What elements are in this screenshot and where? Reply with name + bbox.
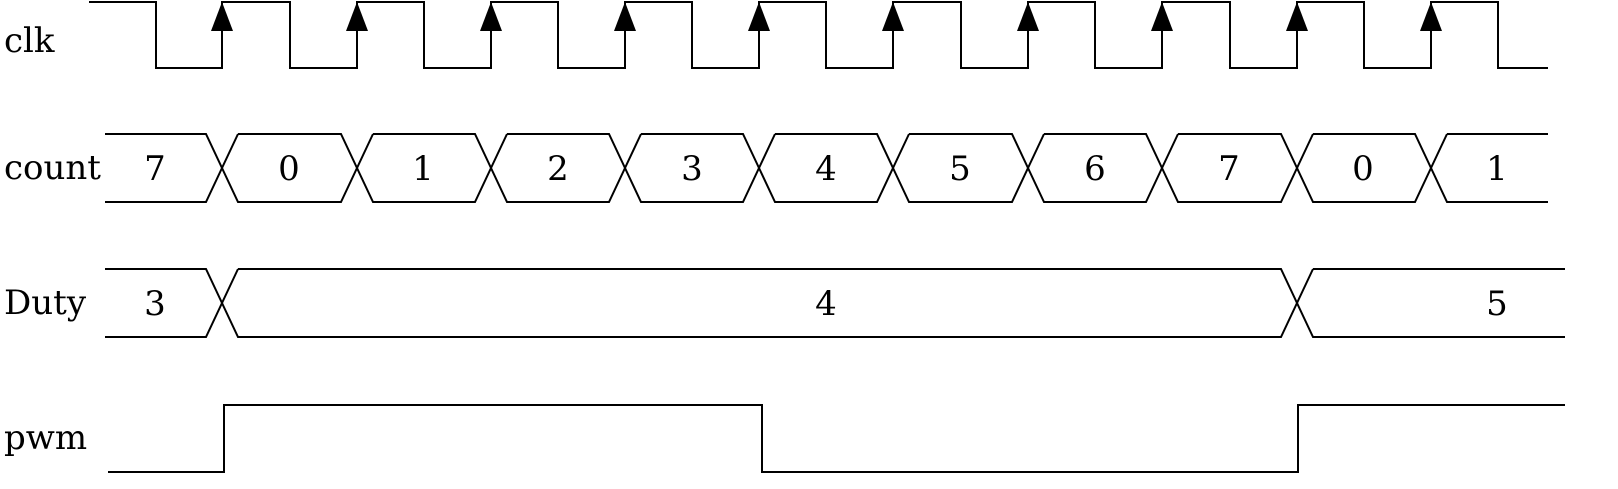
clk-rising-edge-arrow	[614, 2, 636, 31]
count-value-label: 3	[681, 149, 703, 189]
pwm-trace	[108, 404, 1565, 473]
count-value-label: 7	[144, 149, 166, 189]
count-segment	[1160, 133, 1299, 203]
clk-trace	[89, 1, 1548, 69]
clk-rising-edge-arrow	[1286, 2, 1308, 31]
duty-segment	[1295, 268, 1565, 338]
count-value-label: 0	[1352, 149, 1374, 189]
clk-rising-edge-arrow	[882, 2, 904, 31]
clk-rising-edge-arrow	[346, 2, 368, 31]
count-segment	[623, 133, 761, 203]
clk-rising-edge-arrow	[1017, 2, 1039, 31]
count-value-label: 4	[815, 149, 837, 189]
count-value-label: 5	[949, 149, 971, 189]
duty-segment	[220, 268, 1299, 338]
pwm-label: pwm	[4, 418, 88, 458]
clk-label: clk	[4, 21, 55, 61]
duty-value-label: 4	[815, 284, 837, 324]
clk-rising-edge-arrow	[480, 2, 502, 31]
count-value-label: 7	[1218, 149, 1240, 189]
count-segment	[220, 133, 359, 203]
duty-value-label: 5	[1486, 284, 1508, 324]
count-label: count	[4, 148, 101, 188]
count-segment	[355, 133, 493, 203]
duty-value-label: 3	[144, 284, 166, 324]
clk-rising-edge-arrow	[211, 2, 233, 31]
count-value-label: 1	[412, 149, 434, 189]
duty-label: Duty	[4, 283, 87, 323]
clk-rising-edge-arrow	[748, 2, 770, 31]
count-segment	[1429, 133, 1548, 203]
count-segment	[1295, 133, 1433, 203]
count-waveform: 7 0 1 2 3 4 5 6 7 0 1	[105, 133, 1548, 203]
clk-rising-edge-arrow	[1420, 2, 1442, 31]
duty-waveform: 3 4 5	[105, 268, 1565, 338]
pwm-waveform	[108, 404, 1565, 473]
count-value-label: 2	[547, 149, 569, 189]
count-segment	[757, 133, 895, 203]
count-segment	[1026, 133, 1164, 203]
count-value-label: 1	[1486, 149, 1508, 189]
clk-waveform	[89, 1, 1548, 69]
count-value-label: 6	[1084, 149, 1106, 189]
count-value-label: 0	[278, 149, 300, 189]
count-segment	[489, 133, 627, 203]
clk-rising-edge-arrow	[1151, 2, 1173, 31]
count-segment	[891, 133, 1030, 203]
